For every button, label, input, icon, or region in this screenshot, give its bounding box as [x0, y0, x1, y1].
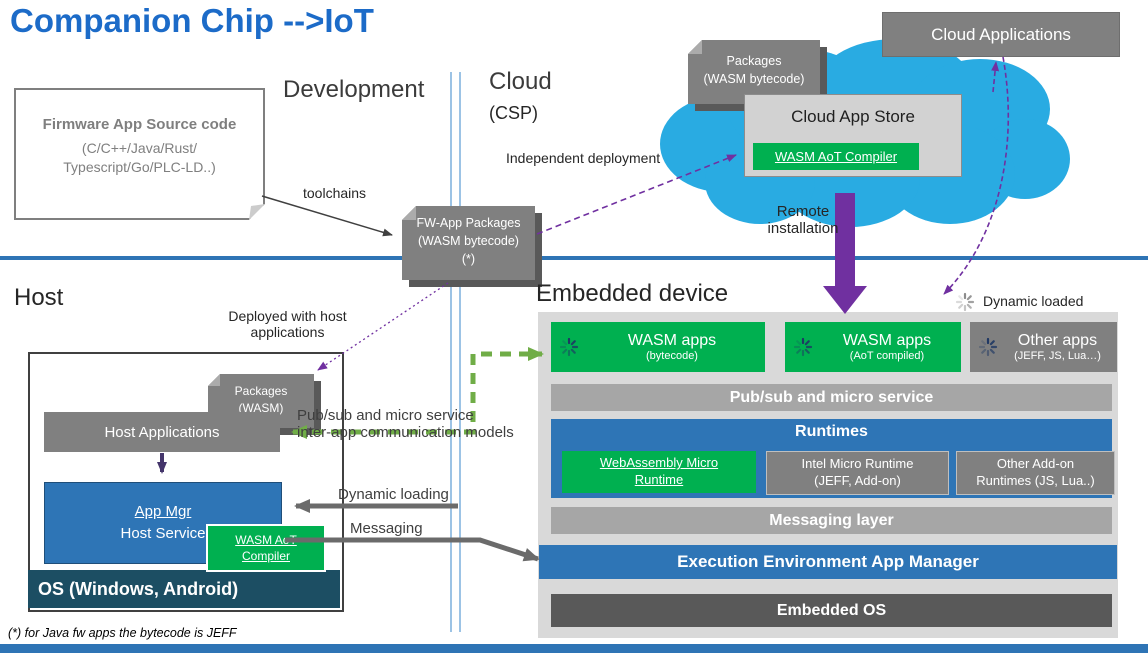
- app-subtitle: (bytecode): [646, 350, 698, 362]
- messaging-layer-bar: Messaging layer: [551, 507, 1112, 534]
- horizontal-divider: [0, 256, 1148, 260]
- runtime-intel-box: Intel Micro Runtime (JEFF, Add-on): [766, 451, 949, 495]
- folded-corner: [688, 40, 702, 54]
- runtime-other-box: Other Add-on Runtimes (JS, Lua..): [956, 451, 1115, 495]
- exec-env-label: Execution Environment App Manager: [677, 552, 979, 571]
- app-subtitle: (JEFF, JS, Lua…): [1014, 350, 1101, 362]
- app-title: WASM apps: [627, 332, 717, 349]
- dynamic-loaded-label: Dynamic loaded: [983, 293, 1084, 309]
- embedded-os-label: Embedded OS: [776, 601, 887, 619]
- folded-corner: [249, 204, 265, 220]
- fw-packages-note-text: FW-App Packages (WASM bytecode) (*): [416, 216, 521, 267]
- remote-installation-label: Remote installation: [767, 203, 839, 237]
- deployed-with-host-label: Deployed with host applications: [228, 308, 347, 340]
- runtimes-title: Runtimes: [795, 423, 868, 440]
- app-title: WASM apps: [842, 332, 932, 349]
- cloud-app-store-label: Cloud App Store: [791, 107, 915, 126]
- store-to-cloudapps-arrow: [991, 61, 1000, 93]
- host-service-label: Host Service: [120, 525, 206, 542]
- messaging-label: Messaging: [350, 520, 423, 537]
- host-packages-note-text: Packages (WASM): [234, 384, 288, 416]
- host-applications-box: Host Applications: [44, 412, 280, 452]
- host-wasm-aot-compiler-label: WASM AoT Compiler: [235, 532, 297, 563]
- app-mgr-label: App Mgr: [134, 502, 192, 520]
- pubsub-bar: Pub/sub and micro service: [551, 384, 1112, 411]
- runtime-other-label: Other Add-on Runtimes (JS, Lua..): [976, 456, 1095, 488]
- embedded-device-label: Embedded device: [536, 280, 729, 307]
- messaging-layer-label: Messaging layer: [769, 511, 894, 529]
- app-subtitle: (AoT compiled): [849, 350, 925, 362]
- dynamic-loaded-spinner: [955, 292, 975, 317]
- csp-label: (CSP): [489, 103, 538, 123]
- pubsub-models-label: Pub/sub and micro service inter-app comm…: [297, 407, 514, 441]
- cloud-label: Cloud: [489, 68, 552, 95]
- folded-corner: [402, 206, 416, 220]
- embedded-os-bar: Embedded OS: [551, 594, 1112, 627]
- runtime-intel-label: Intel Micro Runtime (JEFF, Add-on): [801, 456, 914, 488]
- host-label: Host: [14, 284, 64, 311]
- toolchains-label: toolchains: [303, 185, 367, 201]
- cloud-packages-note-text: Packages (WASM bytecode): [703, 54, 805, 87]
- firmware-source-box: Firmware App Source code (C/C++/Java/Rus…: [14, 88, 265, 220]
- wasm-apps-bytecode-box: WASM apps(bytecode): [551, 322, 765, 372]
- remote-installation-arrow-head: [823, 286, 867, 314]
- page-title: Companion Chip -->IoT: [10, 2, 374, 39]
- runtime-wamr-label: WebAssembly Micro Runtime: [599, 455, 719, 487]
- fw-packages-note: FW-App Packages (WASM bytecode) (*): [402, 206, 535, 280]
- pubsub-bar-label: Pub/sub and micro service: [729, 388, 934, 406]
- app-mgr-host-service-box: App Mgr Host Service: [44, 482, 282, 564]
- cloud-applications-label: Cloud Applications: [931, 24, 1071, 44]
- independent-deployment-label: Independent deployment: [506, 150, 661, 166]
- spinner-icon: [793, 337, 813, 357]
- other-apps-box: Other apps(JEFF, JS, Lua…): [970, 322, 1117, 372]
- dynamic-loading-label: Dynamic loading: [338, 486, 449, 503]
- cloud-applications-box: Cloud Applications: [882, 12, 1120, 57]
- independent-deployment-arrow: [536, 154, 737, 235]
- firmware-languages: (C/C++/Java/Rust/ Typescript/Go/PLC-LD..…: [63, 140, 216, 175]
- wasm-apps-aot-box: WASM apps(AoT compiled): [785, 322, 961, 372]
- toolchains-arrow: [261, 195, 393, 237]
- spinner-icon: [955, 292, 975, 312]
- runtime-wamr-box: WebAssembly Micro Runtime: [562, 451, 756, 493]
- spinner-icon: [978, 337, 998, 357]
- cloud-wasm-aot-compiler-box: WASM AoT Compiler: [753, 143, 919, 170]
- folded-corner: [208, 374, 220, 386]
- host-applications-label: Host Applications: [104, 423, 220, 441]
- vertical-divider: [450, 72, 461, 632]
- exec-env-bar: Execution Environment App Manager: [539, 545, 1117, 579]
- cloud-wasm-aot-compiler-label: WASM AoT Compiler: [774, 149, 898, 164]
- bottom-accent-bar: [0, 644, 1148, 653]
- host-wasm-aot-compiler-box: WASM AoT Compiler: [206, 524, 326, 572]
- app-title: Other apps: [1017, 332, 1098, 349]
- development-label: Development: [283, 76, 425, 103]
- host-os-bar: OS (Windows, Android): [28, 570, 340, 608]
- footnote: (*) for Java fw apps the bytecode is JEF…: [8, 626, 237, 640]
- host-os-label: OS (Windows, Android): [38, 578, 239, 599]
- spinner-icon: [559, 337, 579, 357]
- firmware-title: Firmware App Source code: [42, 116, 237, 133]
